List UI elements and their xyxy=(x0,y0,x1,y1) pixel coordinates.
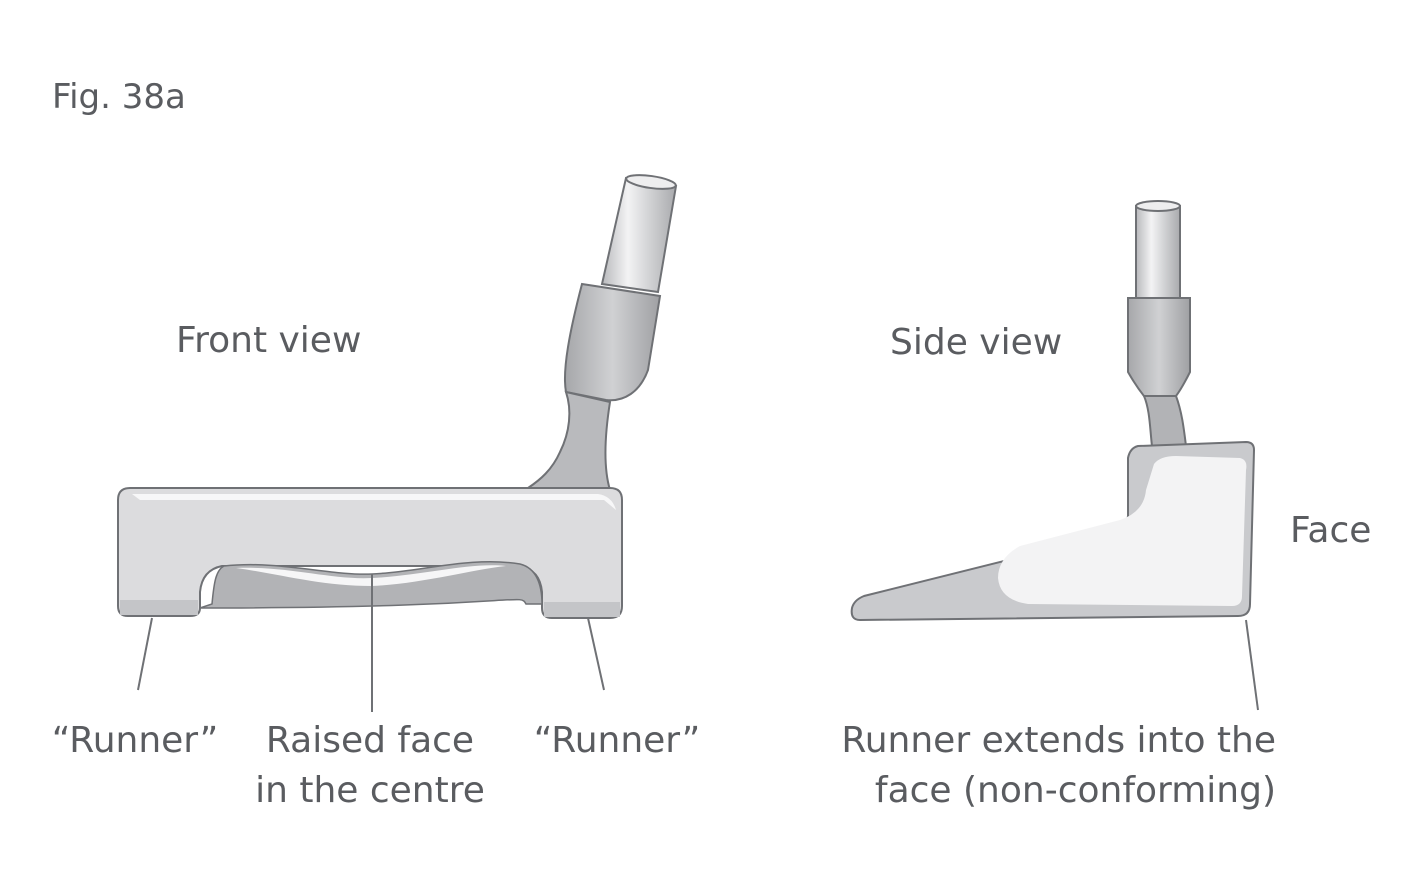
front-head-highlight xyxy=(132,494,616,510)
leader-side-runner xyxy=(1245,619,1259,711)
face-label: Face xyxy=(1290,510,1372,551)
side-face-highlight xyxy=(998,456,1247,606)
side-hosel xyxy=(1127,297,1191,397)
runner-right-label: “Runner” xyxy=(533,720,701,761)
leader-runner-right xyxy=(587,617,605,691)
side-view-title: Side view xyxy=(890,322,1063,363)
figure-number: Fig. 38a xyxy=(52,77,186,117)
raised-face-label-line2: in the centre xyxy=(255,770,485,811)
raised-face-label-line1: Raised face xyxy=(265,720,475,761)
side-runner-label-line2: face (non-conforming) xyxy=(874,770,1276,811)
side-shaft-top xyxy=(1135,200,1181,212)
front-neck xyxy=(524,390,612,492)
side-view-putter xyxy=(850,200,1259,711)
front-runner-left-shade xyxy=(120,600,198,615)
front-shaft xyxy=(600,176,678,294)
leader-runner-left xyxy=(137,617,153,691)
side-neck xyxy=(1142,395,1188,447)
runner-left-label: “Runner” xyxy=(51,720,219,761)
front-view-title: Front view xyxy=(176,320,362,361)
front-shaft-top xyxy=(625,174,677,190)
side-runner-label-line1: Runner extends into the xyxy=(841,720,1276,761)
front-view-putter xyxy=(117,174,678,712)
front-raised-face-shine xyxy=(236,565,506,586)
side-shaft xyxy=(1135,205,1181,299)
front-hosel xyxy=(563,282,662,402)
front-runner-right-shade xyxy=(544,602,620,617)
